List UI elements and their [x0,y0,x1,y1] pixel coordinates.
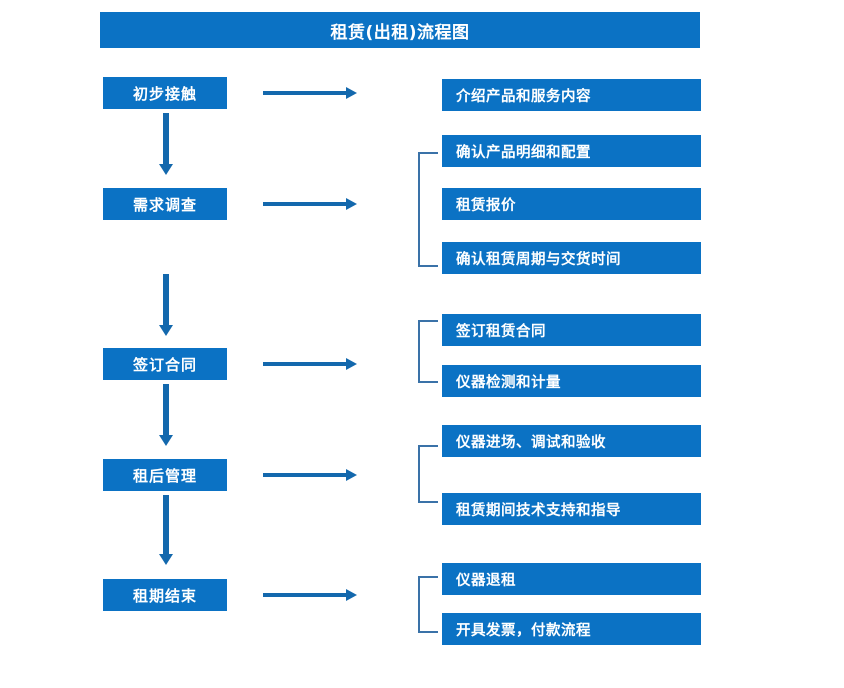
right-arrow-icon-1 [263,86,357,100]
stage-box-3[interactable]: 签订合同 [103,348,227,380]
right-arrow-icon-4 [263,468,357,482]
group-bracket-2 [418,320,438,383]
detail-box-10[interactable]: 开具发票，付款流程 [442,613,701,645]
stage-box-5[interactable]: 租期结束 [103,579,227,611]
group-bracket-1 [418,152,438,267]
right-arrow-icon-5 [263,588,357,602]
down-arrow-icon-2 [159,274,173,336]
down-arrow-icon-1 [159,113,173,175]
right-arrow-icon-2 [263,197,357,211]
stage-box-2[interactable]: 需求调查 [103,188,227,220]
stage-box-1[interactable]: 初步接触 [103,77,227,109]
group-bracket-4 [418,576,438,633]
detail-box-7[interactable]: 仪器进场、调试和验收 [442,425,701,457]
detail-box-3[interactable]: 租赁报价 [442,188,701,220]
right-arrow-icon-3 [263,357,357,371]
detail-box-5[interactable]: 签订租赁合同 [442,314,701,346]
detail-box-1[interactable]: 介绍产品和服务内容 [442,79,701,111]
detail-box-4[interactable]: 确认租赁周期与交货时间 [442,242,701,274]
detail-box-2[interactable]: 确认产品明细和配置 [442,135,701,167]
detail-box-6[interactable]: 仪器检测和计量 [442,365,701,397]
detail-box-9[interactable]: 仪器退租 [442,563,701,595]
detail-box-8[interactable]: 租赁期间技术支持和指导 [442,493,701,525]
down-arrow-icon-4 [159,495,173,565]
down-arrow-icon-3 [159,384,173,446]
page-title: 租赁(出租)流程图 [100,12,700,48]
group-bracket-3 [418,445,438,503]
stage-box-4[interactable]: 租后管理 [103,459,227,491]
